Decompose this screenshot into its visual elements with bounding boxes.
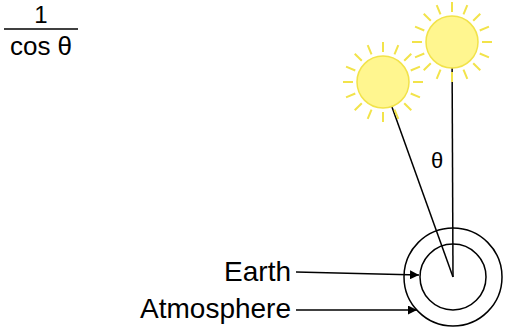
sun-ray (394, 110, 398, 119)
sun-ray (413, 81, 423, 83)
sun-ray (482, 41, 492, 43)
sun-ray (473, 63, 480, 70)
sun-ray (355, 54, 362, 61)
sun-ray (415, 27, 424, 31)
sun-ray (404, 54, 411, 61)
sun-ray (473, 14, 480, 21)
sun-ray (382, 112, 384, 122)
sun-ray (437, 70, 441, 79)
sun-symbol (412, 2, 492, 82)
fraction-numerator: 1 (33, 3, 48, 27)
sun-ray (382, 42, 384, 52)
sun-ray (451, 2, 453, 12)
atmosphere-label: Atmosphere (139, 295, 292, 323)
sun-ray (346, 93, 355, 97)
fraction-bar (4, 28, 78, 30)
sun-ray (411, 93, 420, 97)
sun-ray (463, 5, 467, 14)
sun-ray (404, 103, 411, 110)
sun-disc (426, 16, 478, 68)
sun-ray (355, 103, 362, 110)
sun-ray (346, 67, 355, 71)
sun-ray-line (383, 82, 453, 277)
sun-ray (368, 45, 372, 54)
sun-ray-line (452, 42, 453, 277)
sun-ray (412, 41, 422, 43)
leader-arrow (296, 272, 419, 275)
sun-ray (343, 81, 353, 83)
sun-ray (424, 14, 431, 21)
sun-ray (480, 27, 489, 31)
sun-ray (415, 53, 424, 57)
sun-ray (451, 72, 453, 82)
sun-ray (463, 70, 467, 79)
sun-ray (394, 45, 398, 54)
fraction-denominator: cos θ (9, 33, 73, 59)
sun-symbol (343, 42, 423, 122)
sun-disc (357, 56, 409, 108)
leader-arrow (296, 309, 417, 310)
sun-ray (368, 110, 372, 119)
earth-label: Earth (223, 258, 292, 286)
sun-ray (480, 53, 489, 57)
angle-label: θ (430, 150, 444, 172)
sun-ray (437, 5, 441, 14)
sun-ray (411, 67, 420, 71)
sun-ray (424, 63, 431, 70)
